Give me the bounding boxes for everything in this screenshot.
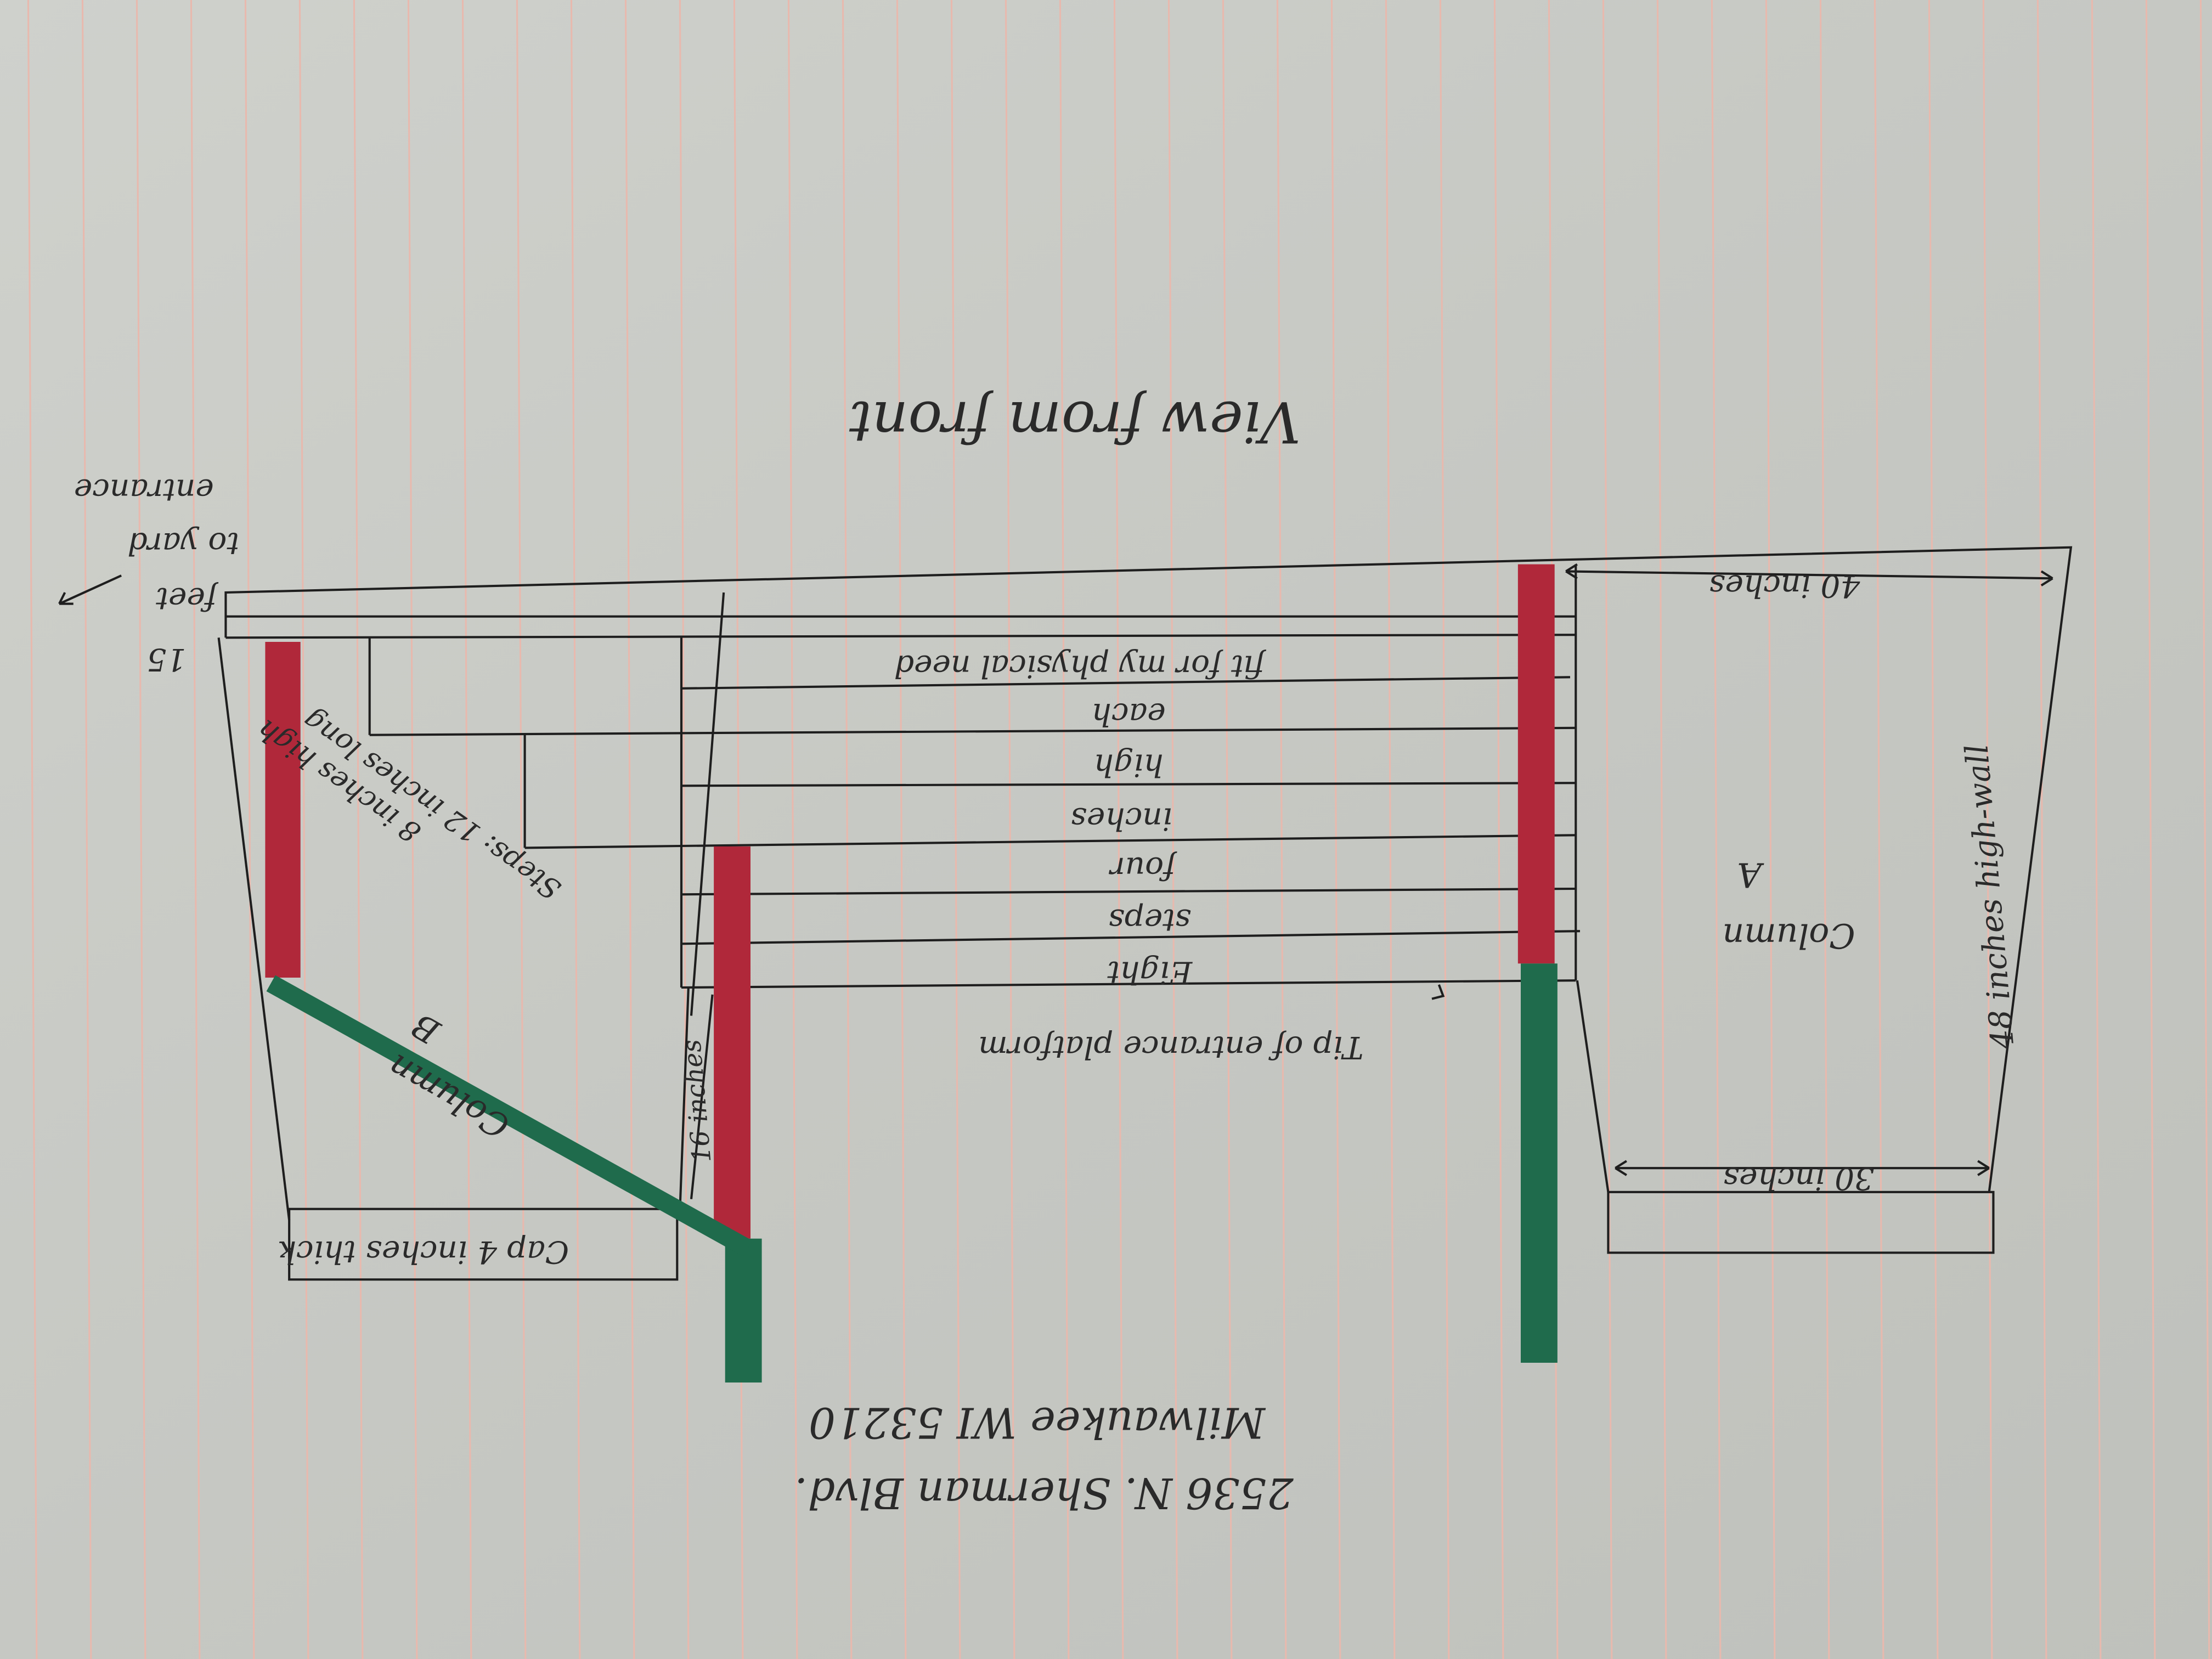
step-note: steps (1108, 902, 1190, 939)
ruled-line (1928, 0, 1939, 1659)
platform-note: Tip of entrance platform (978, 1029, 1363, 1065)
ruled-line (2036, 0, 2047, 1659)
ruled-line (1167, 0, 1178, 1659)
ruled-line (679, 0, 690, 1659)
ruled-line (1059, 0, 1070, 1659)
ruled-line (353, 0, 364, 1659)
ruled-line (244, 0, 255, 1659)
ruled-line (1385, 0, 1396, 1659)
ruled-line (1982, 0, 1993, 1659)
ruled-line (190, 0, 201, 1659)
step-note: fit for my physical need (894, 648, 1267, 685)
distance-to-yard: to yard (127, 526, 239, 562)
ruled-line (1602, 0, 1613, 1659)
ruled-line (2091, 0, 2102, 1659)
top-width-label: 40 inches (1709, 568, 1860, 604)
cap-note: Cap 4 inches thick (278, 1234, 569, 1270)
ruled-line (2199, 0, 2210, 1659)
column-a-label: Column (1723, 916, 1855, 955)
distance-entrance: entrance (74, 472, 214, 508)
ruled-line (407, 0, 418, 1659)
step-note: four (1109, 850, 1177, 886)
column-a-letter: A (1737, 855, 1764, 895)
distance-feet: feet (156, 580, 219, 617)
step-note: high (1094, 747, 1164, 783)
ruled-line (842, 0, 853, 1659)
address-line-2: Milwaukee WI 53210 (809, 1397, 1266, 1447)
ruled-line (27, 0, 38, 1659)
column-a-post (1517, 564, 1558, 1363)
ruled-line (2145, 0, 2156, 1659)
step-note: inches (1071, 800, 1172, 837)
ruled-line (461, 0, 472, 1659)
ruled-line (570, 0, 581, 1659)
ruled-line (1330, 0, 1341, 1659)
column-a-base (1607, 1190, 1995, 1254)
ruled-line (1656, 0, 1667, 1659)
ruled-line (81, 0, 92, 1659)
structure-outline (58, 546, 2073, 1281)
ruled-line (516, 0, 527, 1659)
ruled-line (1493, 0, 1504, 1659)
bottom-width-label: 30 inches (1723, 1160, 1874, 1197)
address-line-1: 2536 N. Sherman Blvd. (794, 1468, 1294, 1517)
distance-15: 15 (146, 641, 186, 678)
ruled-line (298, 0, 309, 1659)
step-note: each (1091, 696, 1165, 732)
step-note: Eight (1107, 955, 1193, 991)
ruled-line (624, 0, 635, 1659)
ruled-line (1276, 0, 1287, 1659)
ruled-line (1874, 0, 1884, 1659)
ruled-line (950, 0, 961, 1659)
ruled-line (1005, 0, 1015, 1659)
ruled-line (1113, 0, 1124, 1659)
ruled-line (896, 0, 907, 1659)
ruled-line (1222, 0, 1233, 1659)
ruled-line (136, 0, 146, 1659)
ruled-line (1765, 0, 1776, 1659)
cap-box (288, 1207, 679, 1281)
title: View from front (849, 388, 1301, 454)
ruled-line (1819, 0, 1830, 1659)
column-b-posts (265, 642, 762, 1383)
ruled-lines (27, 0, 2210, 1659)
ruled-line (787, 0, 798, 1659)
ruled-line (1439, 0, 1450, 1659)
ruled-line (1711, 0, 1722, 1659)
